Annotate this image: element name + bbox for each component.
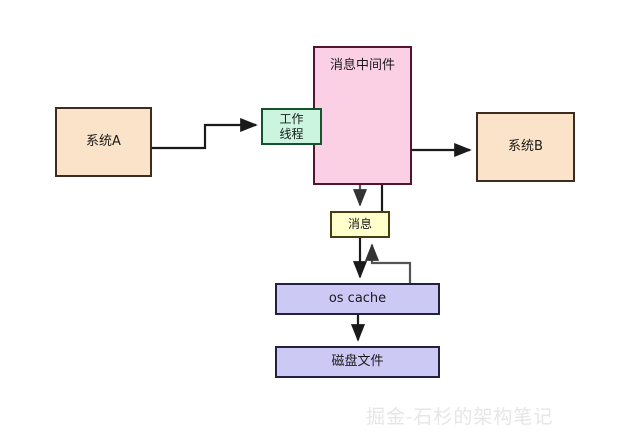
node-disk-file-label: 磁盘文件 [331, 353, 384, 369]
node-system-b-label: 系统B [508, 138, 543, 154]
node-message-middleware[interactable]: 消息中间件 [313, 46, 412, 185]
node-message-middleware-label: 消息中间件 [329, 58, 395, 73]
edge-os-cache-to-message [364, 243, 412, 283]
node-system-a-label: 系统A [86, 133, 121, 149]
node-worker-thread[interactable]: 工作 线程 [261, 108, 322, 145]
node-system-a[interactable]: 系统A [55, 107, 152, 177]
node-os-cache-label: os cache [328, 290, 387, 306]
node-message[interactable]: 消息 [330, 211, 390, 238]
watermark-text: 掘金-石杉的架构笔记 [366, 406, 554, 428]
node-worker-thread-label: 工作 线程 [279, 111, 304, 141]
node-system-b[interactable]: 系统B [476, 112, 575, 182]
node-disk-file[interactable]: 磁盘文件 [275, 346, 440, 378]
node-message-label: 消息 [347, 217, 372, 231]
node-os-cache[interactable]: os cache [275, 283, 440, 315]
edge-system-a-to-worker [152, 117, 258, 150]
